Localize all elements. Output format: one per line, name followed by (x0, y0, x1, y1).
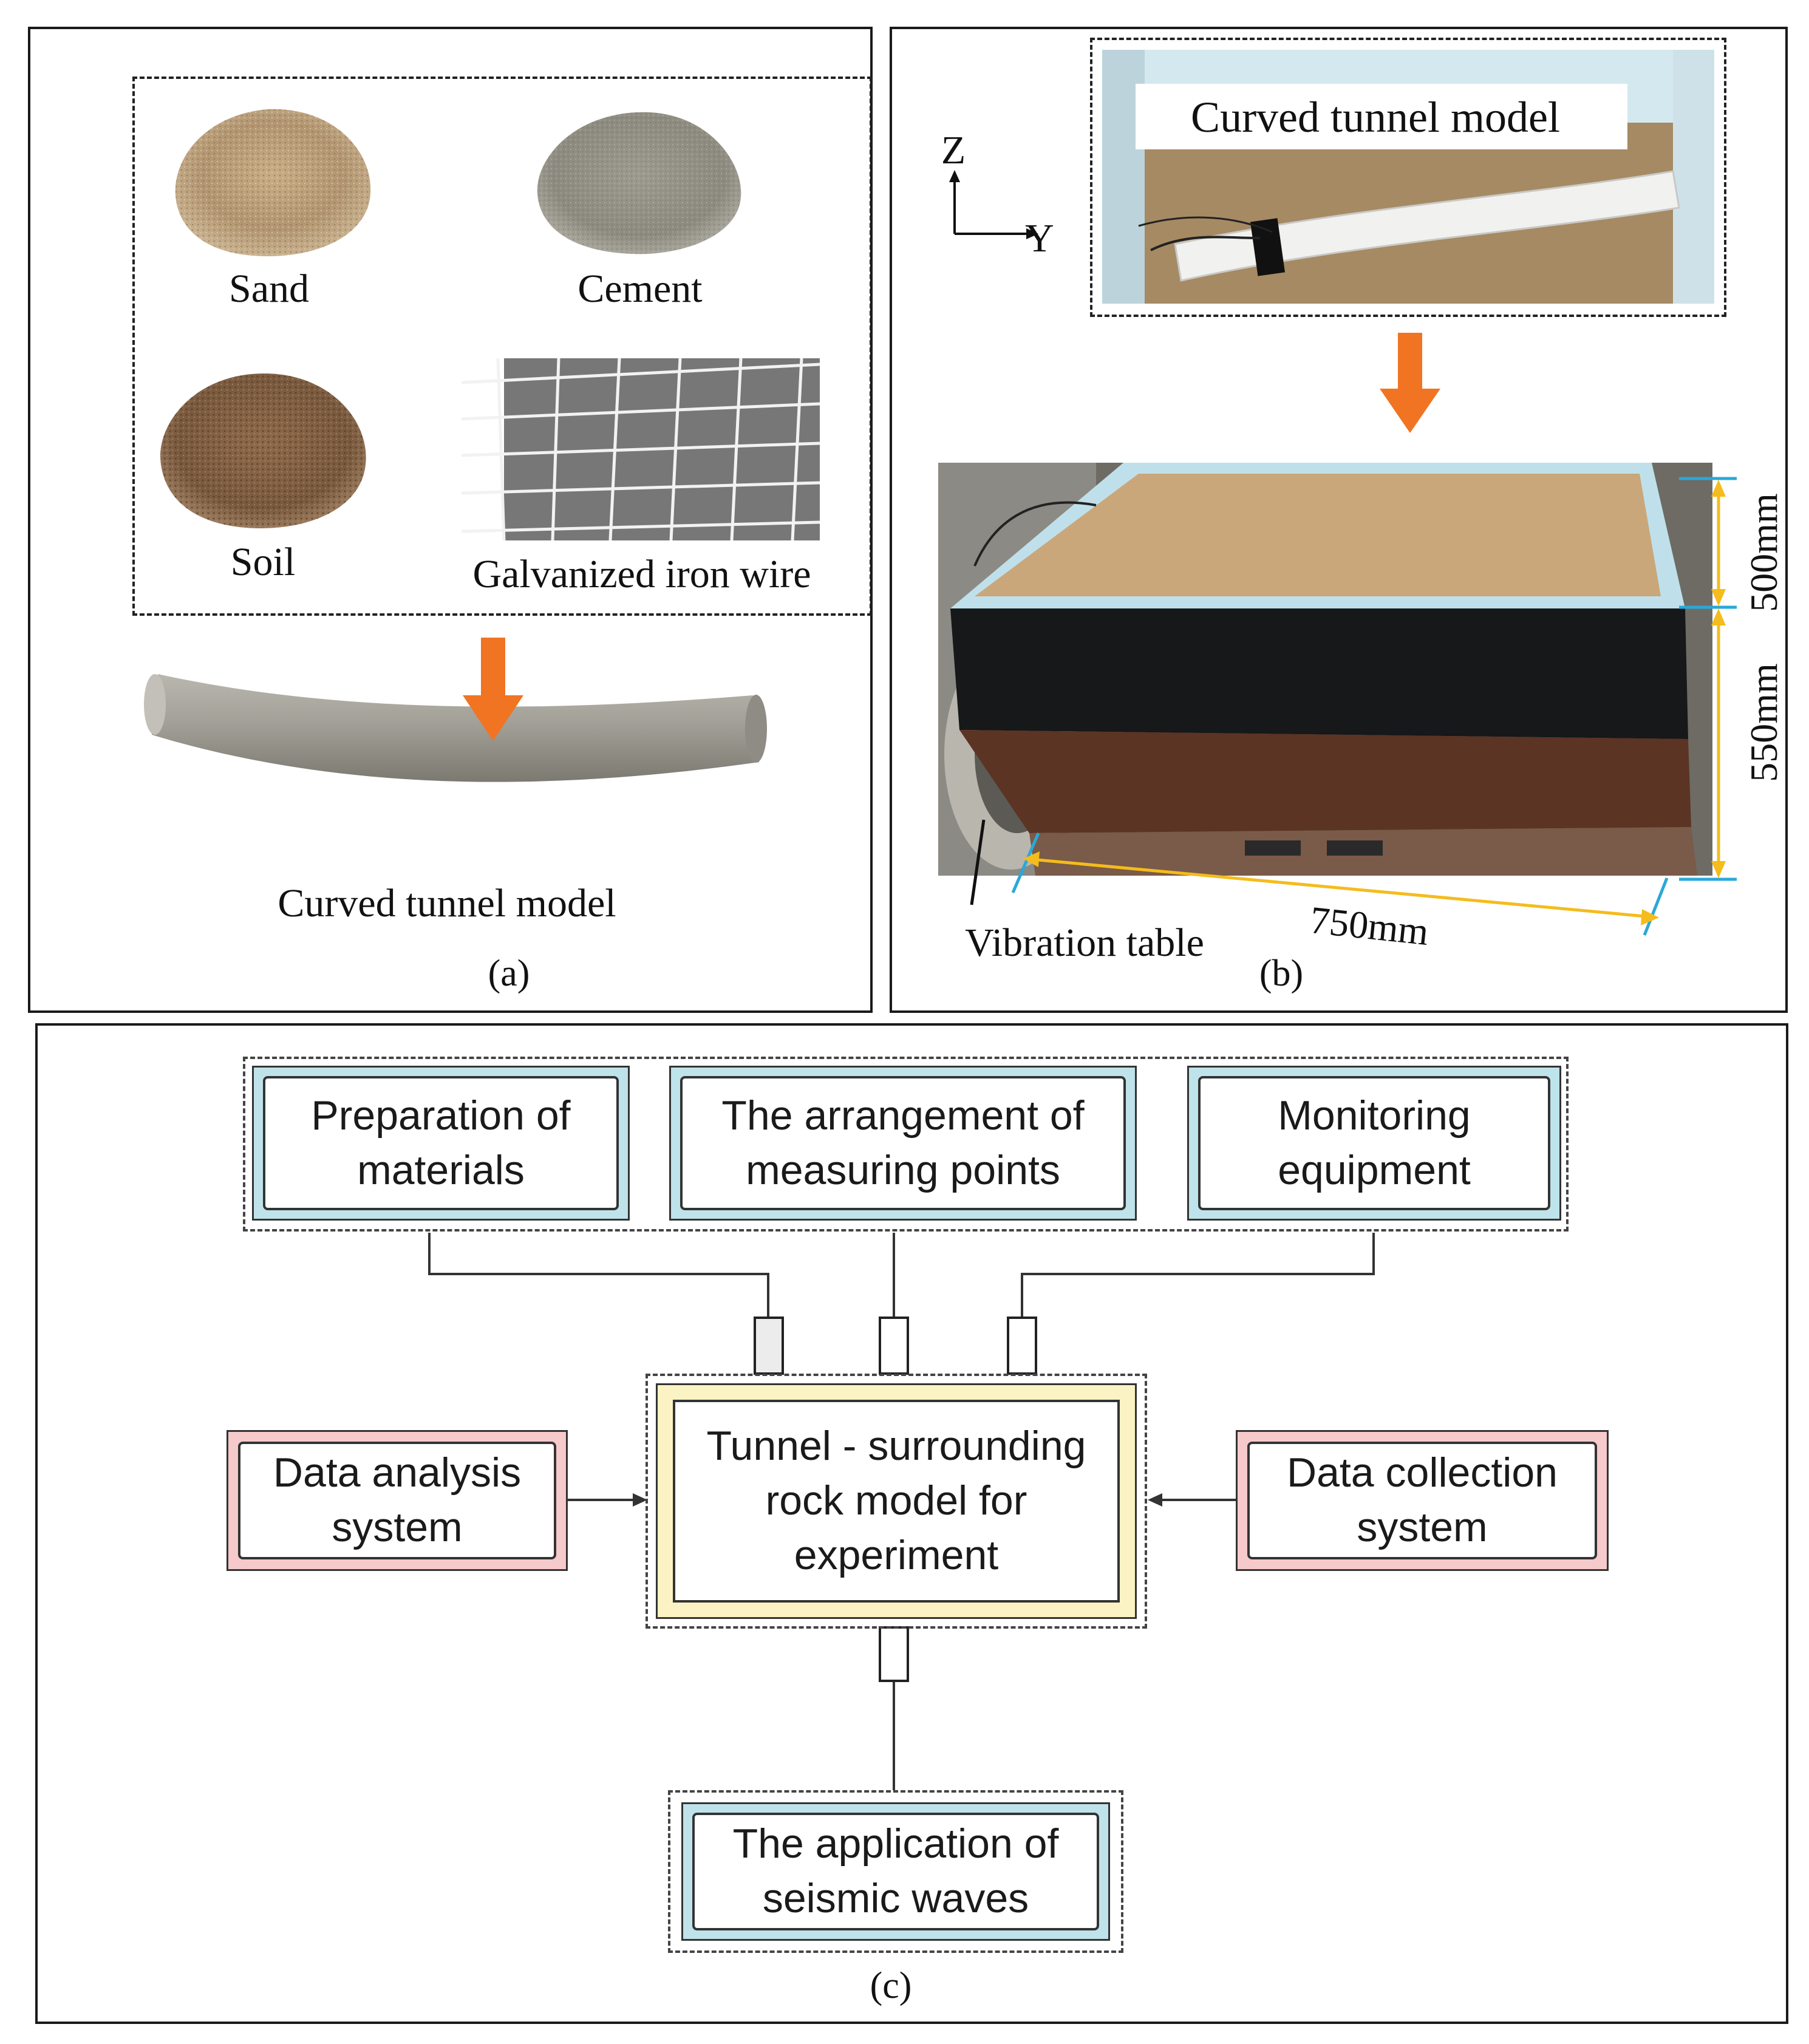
photo-label: Curved tunnel model (1191, 93, 1560, 141)
analysis-box: Data analysis system (238, 1442, 556, 1559)
vibration-table-label: Vibration table (965, 921, 1204, 965)
seismic-box: The application of seismic waves (692, 1813, 1099, 1930)
collection-line2: system (1357, 1504, 1488, 1550)
soil-image (160, 373, 366, 528)
photo-label-box (1136, 84, 1627, 149)
sand-label: Sand (229, 267, 309, 311)
panel-c (35, 1023, 1788, 2024)
axis-indicator-icon (949, 170, 1038, 239)
bottom-dashed-group (668, 1790, 1123, 1953)
wire-label: Galvanized iron wire (472, 552, 811, 596)
center-dashed-group (646, 1374, 1147, 1629)
panel-a-caption: (a) (488, 953, 530, 994)
tunnel-model-label: Curved tunnel model (278, 881, 616, 925)
panel-c-caption: (c) (870, 1965, 912, 2006)
panel-b (890, 27, 1788, 1013)
sand-image (175, 109, 371, 256)
monitoring-line2: equipment (1278, 1146, 1471, 1193)
preparation-line2: materials (357, 1146, 525, 1193)
vibration-table-photo (938, 463, 1712, 876)
arrangement-line2: measuring points (746, 1146, 1060, 1193)
top-boxes-dashed-group (243, 1057, 1569, 1232)
top-photo-dashed-frame (1090, 38, 1726, 317)
cement-label: Cement (577, 267, 703, 311)
wire-mesh-image (462, 358, 820, 540)
tunnel-model-image (144, 674, 767, 782)
collection-box: Data collection system (1247, 1442, 1597, 1559)
axis-y-label: Y (1025, 216, 1054, 261)
seismic-line1: The application of (732, 1821, 1059, 1867)
monitoring-box: Monitoring equipment (1198, 1076, 1550, 1210)
orange-arrow-a (463, 638, 523, 741)
arrangement-box: The arrangement of measuring points (680, 1076, 1126, 1210)
preparation-box: Preparation of materials (263, 1076, 619, 1210)
axis-z-label: Z (941, 128, 966, 172)
soil-label: Soil (230, 540, 296, 584)
analysis-line2: system (332, 1504, 463, 1550)
dimension-lines (970, 477, 1737, 936)
center-line1: Tunnel - surrounding (706, 1423, 1086, 1470)
preparation-line1: Preparation of (311, 1092, 571, 1139)
panel-b-caption: (b) (1259, 953, 1304, 994)
monitoring-line1: Monitoring (1278, 1092, 1471, 1139)
center-box: Tunnel - surrounding rock model for expe… (673, 1400, 1120, 1603)
materials-dashed-group (132, 77, 872, 616)
collection-line1: Data collection (1286, 1450, 1558, 1496)
arrangement-line1: The arrangement of (721, 1092, 1085, 1139)
analysis-line1: Data analysis (273, 1450, 522, 1496)
seismic-line2: seismic waves (762, 1875, 1029, 1921)
center-line2: rock model for (765, 1477, 1027, 1524)
center-line3: experiment (794, 1531, 999, 1578)
orange-arrow-b (1380, 333, 1440, 433)
cement-image (537, 112, 741, 254)
